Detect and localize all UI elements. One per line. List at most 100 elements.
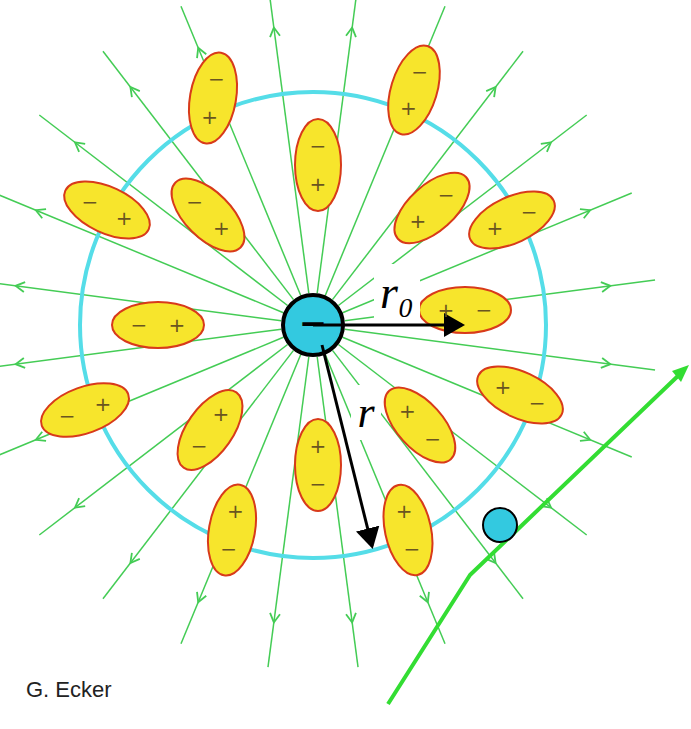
field-arrowhead: [130, 553, 139, 563]
field-arrowhead: [16, 358, 26, 368]
dipole-ellipse: [56, 159, 158, 261]
field-arrowhead: [197, 48, 206, 58]
dipole-molecule: −+: [181, 479, 283, 581]
dipole-sign: +: [169, 313, 186, 337]
dipole-molecule: −+: [363, 39, 465, 141]
dipole-sign: −: [208, 67, 225, 91]
field-line: [181, 6, 301, 295]
r-arrow: [322, 345, 372, 546]
dipole-molecule: −+: [414, 259, 516, 361]
dipole-ellipse-shape: [112, 302, 204, 348]
dipole-ellipse: [162, 47, 264, 149]
dipole-sign: −: [220, 537, 237, 561]
dipole-sign: +: [310, 434, 327, 458]
dipole-molecule: −+: [357, 479, 459, 581]
dipole-sign: −: [424, 427, 441, 451]
field-arrowhead: [486, 87, 495, 97]
field-arrowhead: [580, 432, 590, 441]
dipole-molecule: −+: [107, 274, 209, 376]
dipole-molecule: −+: [369, 374, 471, 476]
r0-arrow: [313, 324, 462, 327]
field-arrowhead: [270, 613, 280, 623]
dipole-molecule: −+: [267, 114, 369, 216]
dipole-sign: +: [213, 216, 230, 240]
dipole-ellipse-shape: [295, 119, 341, 211]
field-arrowhead: [16, 282, 26, 292]
dipole-ellipse-shape: [379, 39, 450, 140]
field-line: [103, 350, 294, 598]
dipole-ellipse-shape: [201, 481, 262, 580]
dipole-molecule: −+: [461, 169, 563, 271]
field-line: [268, 357, 309, 667]
dipole-ellipse-shape: [34, 373, 136, 448]
dipole-ellipse-shape: [372, 375, 468, 474]
dipole-sign: −: [131, 313, 148, 337]
dipole-ellipse: [363, 39, 465, 141]
radius-label: r₀: [374, 264, 420, 321]
dipole-sign: +: [116, 206, 133, 230]
dipole-sign: +: [400, 96, 417, 120]
dipole-molecule: −+: [56, 159, 158, 261]
dipole-sign: +: [94, 392, 111, 416]
dipole-ellipse-shape: [295, 419, 341, 511]
dipole-ellipse: [181, 479, 283, 581]
dipole-ellipse-shape: [165, 379, 255, 481]
dipole-molecule: −+: [157, 164, 259, 266]
field-line: [332, 350, 523, 598]
dipole-ellipse: [107, 274, 209, 376]
dipole-sign: +: [399, 399, 416, 423]
dipole-ellipse: [469, 344, 571, 446]
field-arrowhead: [270, 28, 280, 38]
field-arrowhead: [75, 142, 85, 151]
field-lines: [0, 0, 655, 667]
dipole-sign: +: [396, 499, 413, 523]
dipole-ellipse-shape: [182, 49, 243, 148]
field-arrowhead: [541, 142, 551, 151]
field-line: [39, 115, 287, 306]
dipole-ellipse-shape: [461, 180, 563, 261]
dipole-sign: −: [59, 404, 76, 428]
dipole-sign: +: [438, 298, 455, 322]
dipole-ellipse: [157, 164, 259, 266]
dipole-sign: −: [310, 472, 327, 496]
dipole-sign: −: [404, 537, 421, 561]
dipole-sign: −: [191, 434, 208, 458]
dipole-sign: +: [494, 375, 511, 399]
dipole-ellipse: [159, 379, 261, 481]
dipole-sign: +: [201, 105, 218, 129]
field-arrowhead: [75, 498, 85, 507]
field-arrowhead: [346, 613, 356, 623]
dipole-sign: −: [81, 190, 98, 214]
dipole-ellipse-shape: [159, 166, 257, 264]
dipole-sign: −: [186, 190, 203, 214]
dipole-ellipse-shape: [469, 355, 571, 436]
field-arrowhead: [580, 209, 590, 218]
field-arrowhead: [36, 209, 46, 218]
dipole-sign: −: [310, 134, 327, 158]
dipole-molecule: −+: [162, 47, 264, 149]
dipole-ellipse-shape: [382, 160, 481, 256]
dipole-molecule: −+: [381, 157, 483, 259]
field-arrowhead: [130, 87, 139, 97]
dipole-sign: +: [213, 402, 230, 426]
dipole-ellipse-shape: [376, 480, 440, 580]
field-line: [345, 329, 655, 370]
dipole-ellipse: [267, 114, 369, 216]
dipole-ellipse: [369, 374, 471, 476]
trajectory-arrowhead: [672, 365, 689, 382]
dipole-molecule: −+: [469, 344, 571, 446]
dipole-ellipse: [461, 169, 563, 271]
field-arrowhead: [197, 592, 206, 602]
dipole-molecule: −+: [159, 379, 261, 481]
dipole-sign: −: [521, 200, 538, 224]
dipole-ellipse: [414, 259, 516, 361]
field-arrowhead: [346, 28, 356, 38]
dipole-sign: +: [486, 216, 503, 240]
dipole-ellipse: [357, 479, 459, 581]
field-arrowhead: [36, 432, 46, 441]
dipole-sign: +: [409, 209, 426, 233]
dipole-sign: −: [411, 60, 428, 84]
dipole-ellipse: [34, 359, 136, 461]
